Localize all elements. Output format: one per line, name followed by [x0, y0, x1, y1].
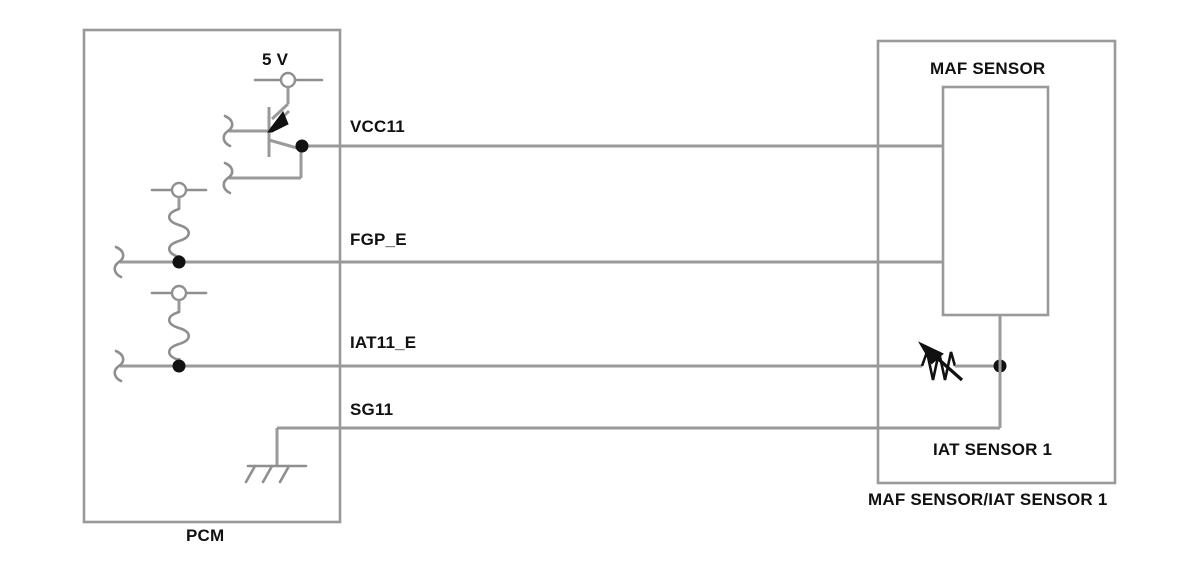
- label-signal-vcc11: VCC11: [350, 117, 405, 136]
- thermistor-symbol: [917, 341, 1000, 382]
- label-signal-sg11: SG11: [350, 400, 394, 419]
- wire-break-symbol-fgp-e: [113, 245, 125, 279]
- supply-terminal-5v: [253, 71, 324, 121]
- vcc11-node-wiring: [229, 146, 303, 180]
- maf-sensor-inner-box: [941, 85, 1050, 317]
- pullup-resistor-fgp: [150, 181, 208, 262]
- pullup-resistor-iat: [150, 284, 208, 366]
- pnp-transistor-symbol: [229, 107, 298, 157]
- label-iat-sensor: IAT SENSOR 1: [933, 440, 1053, 459]
- junction-vcc11: [295, 139, 309, 153]
- label-supply-voltage: 5 V: [262, 50, 289, 69]
- label-assembly-caption: MAF SENSOR/IAT SENSOR 1: [868, 490, 1108, 509]
- wire-break-symbol-base: [222, 114, 234, 148]
- chassis-ground-symbol: [244, 464, 308, 484]
- label-maf-sensor: MAF SENSOR: [930, 59, 1046, 78]
- junction-iat11-e: [172, 359, 186, 373]
- wire-break-symbol-collector-return: [222, 161, 234, 195]
- junction-fgp-e: [172, 255, 186, 269]
- label-pcm: PCM: [186, 526, 225, 545]
- label-signal-iat11-e: IAT11_E: [350, 333, 417, 352]
- pcm-box: [82, 28, 342, 524]
- label-signal-fgp-e: FGP_E: [350, 230, 407, 249]
- wire-break-symbol-iat11-e: [113, 349, 125, 383]
